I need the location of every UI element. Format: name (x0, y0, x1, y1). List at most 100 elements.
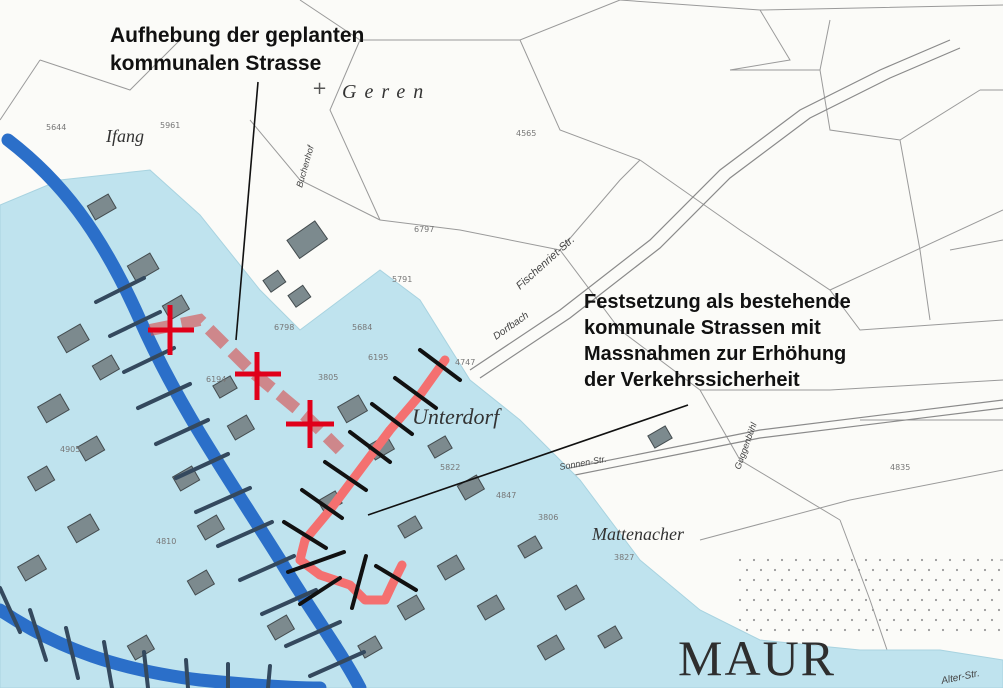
field-dot (892, 578, 896, 582)
field-dot (752, 558, 756, 562)
field-dot (773, 608, 777, 612)
field-dot (787, 588, 791, 592)
upper-leader-line (235, 81, 259, 341)
main-road (1, 133, 367, 688)
field-dot (829, 588, 833, 592)
parcel-number: 4747 (455, 358, 475, 367)
field-dot (836, 558, 840, 562)
removed-road (148, 313, 345, 455)
field-dot (808, 578, 812, 582)
field-dot (766, 558, 770, 562)
field-dot (815, 588, 819, 592)
field-dot (822, 598, 826, 602)
field-dot (871, 568, 875, 572)
field-dot (745, 568, 749, 572)
field-dot (892, 558, 896, 562)
place-mattenacher: Mattenacher (591, 524, 685, 544)
field-dot (780, 578, 784, 582)
field-dot (794, 598, 798, 602)
field-dot (843, 568, 847, 572)
field-dot (990, 618, 994, 622)
field-dot (857, 588, 861, 592)
field-dot (934, 578, 938, 582)
field-dot (766, 598, 770, 602)
lower-leader-line (367, 404, 689, 516)
field-dot (920, 618, 924, 622)
field-dot (913, 628, 917, 632)
parcel-number: 6194 (206, 375, 226, 384)
geren-cross-icon: + (312, 78, 327, 99)
annotation-lower-line4: der Verkehrssicherheit (584, 369, 800, 391)
field-dot (829, 608, 833, 612)
main-road-west (0, 603, 327, 688)
field-dot (934, 618, 938, 622)
field-dot (836, 598, 840, 602)
field-dot (948, 618, 952, 622)
field-dot (752, 578, 756, 582)
field-dot (787, 628, 791, 632)
field-dot (864, 558, 868, 562)
field-dot (787, 608, 791, 612)
field-dot (843, 588, 847, 592)
field-dot (850, 598, 854, 602)
field-dot (773, 588, 777, 592)
field-dot (892, 598, 896, 602)
place-unterdorf: Unterdorf (412, 404, 502, 429)
field-dot (864, 598, 868, 602)
field-dot (738, 578, 742, 582)
field-dot (934, 558, 938, 562)
field-dot (801, 568, 805, 572)
parcel-number: 5684 (352, 323, 372, 332)
field-dot (850, 558, 854, 562)
field-dot (983, 568, 987, 572)
street-dorfbach: Dorfbach (491, 310, 531, 343)
field-dot (780, 558, 784, 562)
parcel-number: 6797 (414, 225, 434, 234)
field-dot (997, 568, 1001, 572)
field-dot (850, 578, 854, 582)
field-dot (871, 608, 875, 612)
field-dot (801, 588, 805, 592)
field-dot (920, 558, 924, 562)
field-dot (878, 578, 882, 582)
field-dot (878, 558, 882, 562)
field-dot (857, 608, 861, 612)
annotation-upper-line1: Aufhebung der geplanten (110, 24, 364, 47)
field-dot (913, 588, 917, 592)
field-dot (885, 588, 889, 592)
field-dot (752, 598, 756, 602)
parcel-number: 3827 (614, 553, 634, 562)
field-dot (906, 598, 910, 602)
field-dot (997, 608, 1001, 612)
field-dot (899, 628, 903, 632)
field-dot (815, 568, 819, 572)
field-dot (990, 578, 994, 582)
field-dot (801, 628, 805, 632)
field-dot (780, 598, 784, 602)
field-dot (829, 568, 833, 572)
field-dot (927, 588, 931, 592)
field-dot (815, 608, 819, 612)
annotation-upper: Aufhebung der geplanten kommunalen Stras… (110, 24, 364, 75)
field-dot (941, 568, 945, 572)
parcel-number: 4847 (496, 491, 516, 500)
field-dot (892, 618, 896, 622)
field-dot (990, 558, 994, 562)
parcel-number: 5644 (46, 123, 66, 132)
existing-road (295, 355, 450, 605)
field-dot (941, 608, 945, 612)
field-dot (955, 628, 959, 632)
field-dot (899, 608, 903, 612)
field-dot (857, 628, 861, 632)
field-dot (983, 588, 987, 592)
field-dot (738, 618, 742, 622)
field-dot (794, 618, 798, 622)
parcel-number: 5961 (160, 121, 180, 130)
field-dot (885, 568, 889, 572)
field-dot (871, 588, 875, 592)
field-dot (955, 568, 959, 572)
field-dot (801, 608, 805, 612)
